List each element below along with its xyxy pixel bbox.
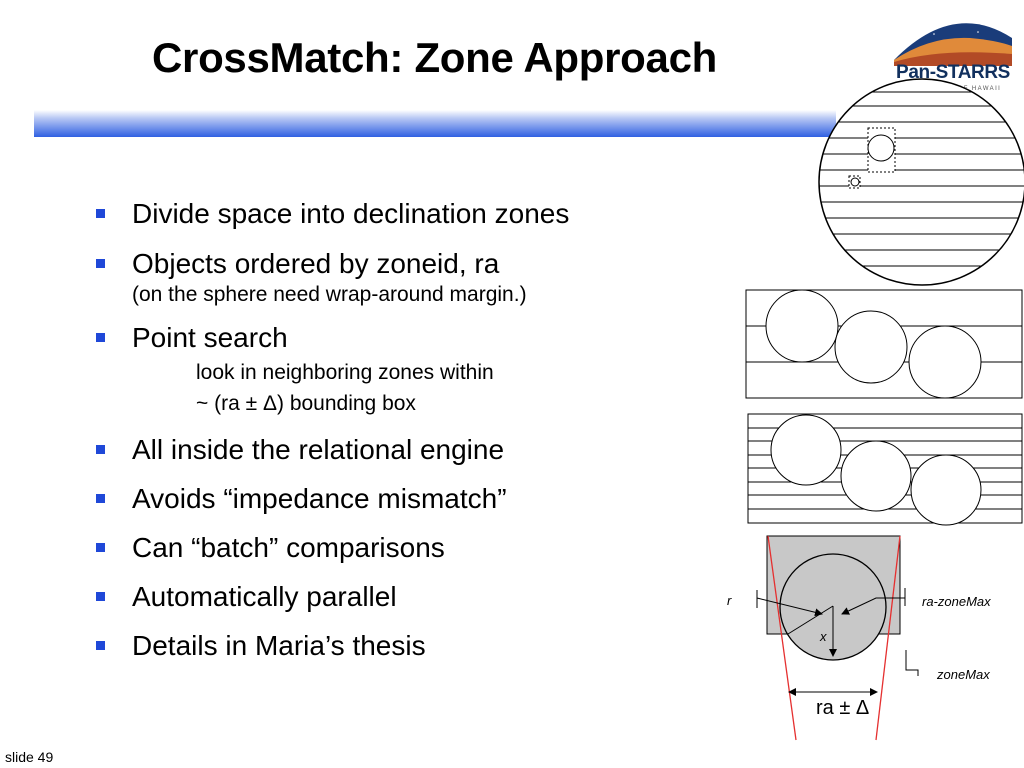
bullet-text: Automatically parallel <box>132 581 397 612</box>
label-ra-delta: ra ± Δ <box>816 697 870 719</box>
bullet-item: Avoids “impedance mismatch” <box>96 481 736 517</box>
bullet-text: Details in Maria’s thesis <box>132 630 426 661</box>
label-x: x <box>820 629 827 644</box>
pan-starrs-logo <box>894 16 1012 66</box>
title-underline-bar <box>34 110 836 137</box>
bullet-item: Details in Maria’s thesis <box>96 628 736 664</box>
bullet-square-icon <box>96 209 105 218</box>
bullet-text: Divide space into declination zones <box>132 198 570 229</box>
label-zonemax: zoneMax <box>937 667 990 682</box>
bullet-item: Objects ordered by zoneid, ra (on the sp… <box>96 246 736 308</box>
sphere-zones-diagram <box>818 78 1024 286</box>
slide-number: slide 49 <box>5 749 54 765</box>
bullet-square-icon <box>96 259 105 268</box>
bullet-square-icon <box>96 494 105 503</box>
bullet-square-icon <box>96 543 105 552</box>
bullet-item: Point search look in neighboring zones w… <box>96 320 736 420</box>
bullet-item: Can “batch” comparisons <box>96 530 736 566</box>
bullet-sub-line: ~ (ra ± Δ) bounding box <box>196 392 416 415</box>
bullet-square-icon <box>96 592 105 601</box>
bullet-item: All inside the relational engine <box>96 432 736 468</box>
logo-text: Pan-STARRS <box>896 62 1010 83</box>
bullet-sub-line: look in neighboring zones within <box>196 361 494 384</box>
bullet-text: All inside the relational engine <box>132 434 505 465</box>
label-ra-zonemax: ra-zoneMax <box>922 594 991 609</box>
bullet-text: Point search <box>132 322 288 353</box>
bullet-square-icon <box>96 641 105 650</box>
bullet-item: Divide space into declination zones <box>96 196 736 232</box>
bullet-square-icon <box>96 445 105 454</box>
bullet-square-icon <box>96 333 105 342</box>
bounding-box-diagram <box>756 535 919 741</box>
bullet-text: Avoids “impedance mismatch” <box>132 483 507 514</box>
slide-title: CrossMatch: Zone Approach <box>152 34 717 81</box>
zone-circles-diagram-1 <box>745 289 1023 399</box>
label-r: r <box>727 593 732 608</box>
bullet-item: Automatically parallel <box>96 579 736 615</box>
bullet-text: Can “batch” comparisons <box>132 532 445 563</box>
bullet-list: Divide space into declination zones Obje… <box>96 196 736 664</box>
bullet-text: Objects ordered by zoneid, ra <box>132 248 500 279</box>
zone-circles-diagram-2 <box>747 413 1023 526</box>
bullet-note: (on the sphere need wrap-around margin.) <box>132 283 527 306</box>
